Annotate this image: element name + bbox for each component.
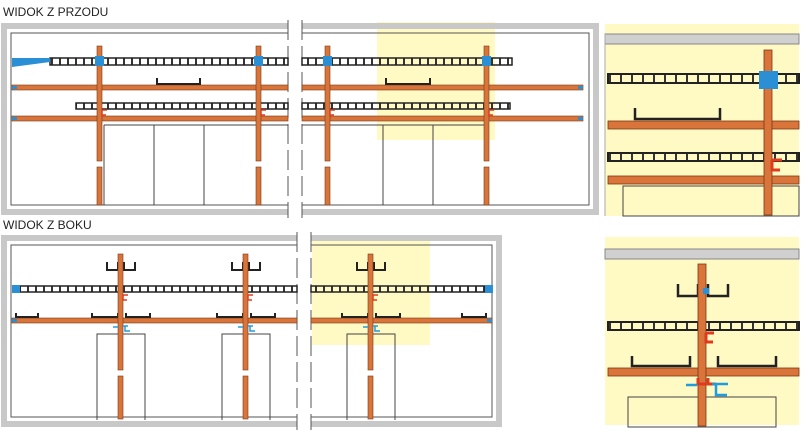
- side-hangers: [117, 253, 374, 420]
- side-detail: [604, 237, 800, 428]
- front-beam-1: [11, 84, 289, 91]
- front-view: [1, 20, 599, 218]
- side-view-title: WIDOK Z BOKU: [3, 218, 92, 232]
- side-view: [1, 232, 502, 430]
- front-view-title: WIDOK Z PRZODU: [3, 5, 109, 19]
- side-break-gap: [297, 232, 311, 430]
- side-ladder-tray: [19, 285, 298, 293]
- front-ladder-tray-middle: [75, 102, 511, 110]
- front-break-gap: [288, 20, 302, 218]
- front-detail: [604, 24, 800, 217]
- front-channel-tray-2: [385, 78, 431, 85]
- front-channel-tray-1: [156, 78, 201, 85]
- side-blue-brackets: [113, 325, 380, 332]
- front-highlight-zone: [377, 22, 495, 140]
- front-red-brackets: [101, 109, 494, 116]
- side-red-brackets: [122, 294, 378, 301]
- side-beam: [11, 317, 298, 324]
- front-hangers: [96, 45, 490, 206]
- front-beam-2: [11, 115, 289, 122]
- front-ladder-tray-top: [12, 57, 513, 67]
- front-clamps: [95, 56, 491, 66]
